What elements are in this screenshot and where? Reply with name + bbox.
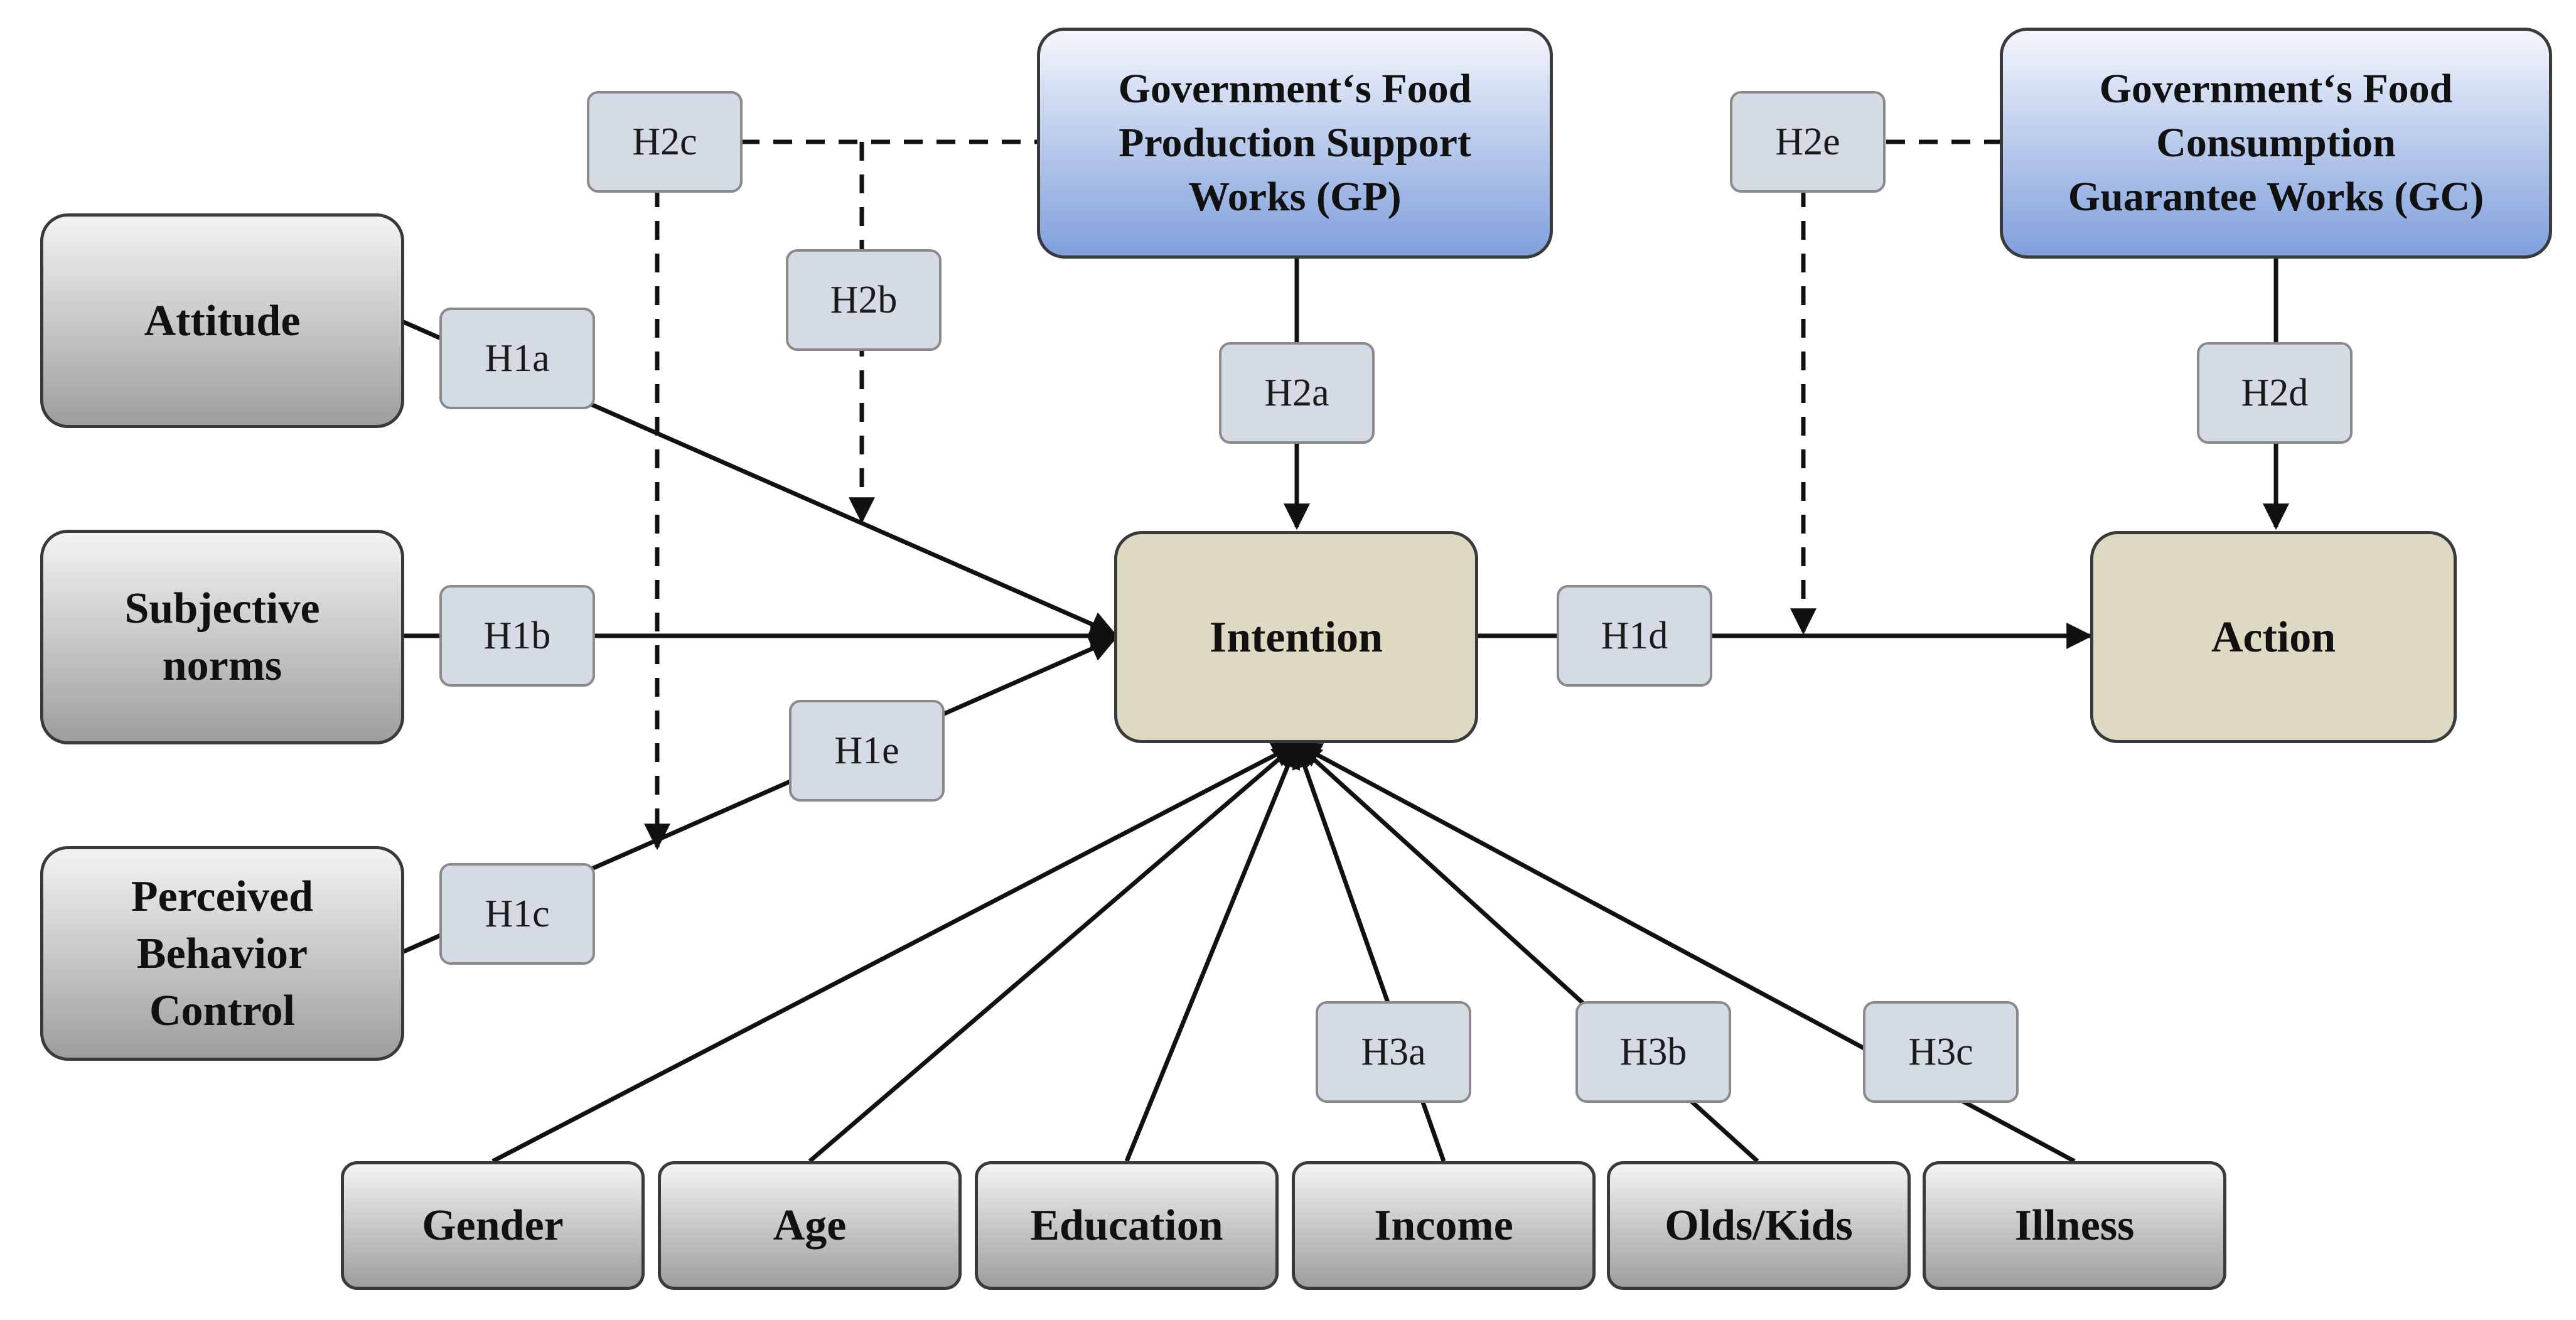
attitude-label: Attitude <box>144 296 301 345</box>
age-label: Age <box>773 1201 847 1250</box>
hypothesis-h2b-label: H2b <box>786 249 942 351</box>
action-label: Action <box>2211 613 2336 662</box>
attitude-node: Attitude <box>40 213 404 428</box>
hypothesis-h1c-label: H1c <box>439 863 595 965</box>
education-node: Education <box>975 1161 1279 1290</box>
hypothesis-h2c-label: H2c <box>587 91 743 193</box>
hypothesis-h3c-label: H3c <box>1863 1001 2019 1103</box>
hypothesis-h2a-label: H2a <box>1219 342 1375 444</box>
hypothesis-h1e-label: H1e <box>789 700 945 802</box>
income-label: Income <box>1374 1201 1513 1250</box>
intention-label: Intention <box>1209 613 1383 662</box>
hypothesis-h2e-label: H2e <box>1730 91 1886 193</box>
income-node: Income <box>1292 1161 1596 1290</box>
hypothesis-h2d-label: H2d <box>2197 342 2353 444</box>
government-consumption-guarantee-node: Government‘s Food Consumption Guarantee … <box>2000 28 2552 259</box>
education-label: Education <box>1030 1201 1223 1250</box>
government-consumption-guarantee-label: Government‘s Food Consumption Guarantee … <box>2068 66 2484 220</box>
hypothesis-h3b-label: H3b <box>1575 1001 1731 1103</box>
hypothesis-h1b-label: H1b <box>439 585 595 687</box>
hypothesis-h1d-label: H1d <box>1557 585 1712 687</box>
perceived-behavior-control-label: Perceived Behavior Control <box>131 872 314 1035</box>
perceived-behavior-control-node: Perceived Behavior Control <box>40 846 404 1061</box>
path-age-intention <box>808 742 1299 1163</box>
hypothesis-h3a-label: H3a <box>1316 1001 1471 1103</box>
action-node: Action <box>2090 531 2457 743</box>
gender-label: Gender <box>422 1201 564 1250</box>
government-production-support-label: Government‘s Food Production Support Wor… <box>1118 66 1472 220</box>
intention-node: Intention <box>1114 531 1478 743</box>
path-gender-intention <box>491 741 1299 1164</box>
gender-node: Gender <box>341 1161 645 1290</box>
age-node: Age <box>658 1161 962 1290</box>
illness-label: Illness <box>2014 1201 2135 1250</box>
illness-node: Illness <box>1923 1161 2226 1290</box>
olds-kids-node: Olds/Kids <box>1607 1161 1911 1290</box>
subjective-norms-node: Subjective norms <box>40 530 404 744</box>
subjective-norms-label: Subjective norms <box>124 584 320 690</box>
path-education-intention <box>1124 741 1301 1162</box>
government-production-support-node: Government‘s Food Production Support Wor… <box>1037 28 1553 259</box>
olds-kids-label: Olds/Kids <box>1665 1201 1853 1250</box>
hypothesis-h1a-label: H1a <box>439 308 595 409</box>
